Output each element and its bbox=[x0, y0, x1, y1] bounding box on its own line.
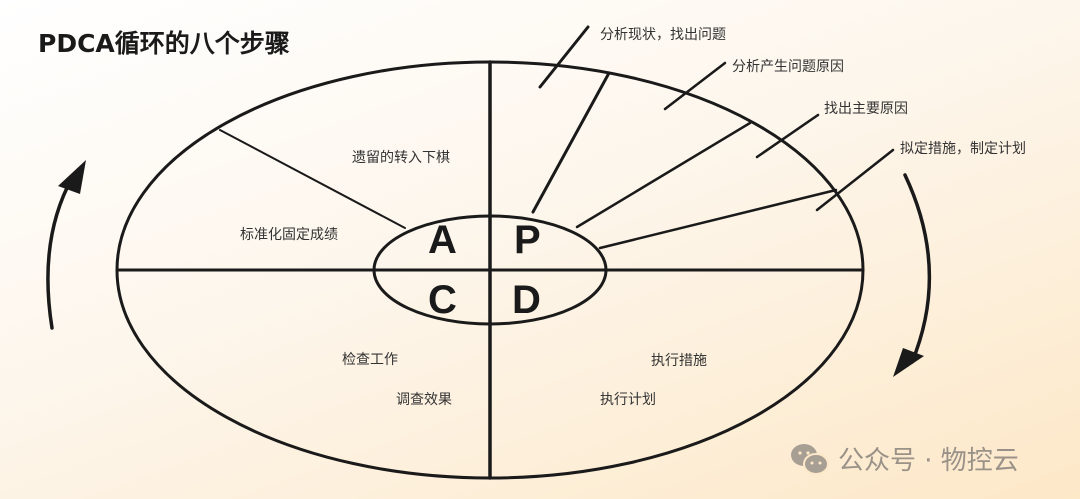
watermark-text: 公众号 · 物控云 bbox=[838, 446, 1019, 476]
plan-spoke-1 bbox=[531, 71, 611, 214]
watermark: 公众号 · 物控云 bbox=[790, 440, 1019, 477]
leader-line-3 bbox=[755, 113, 820, 159]
page-title: PDCA循环的八个步骤 bbox=[38, 29, 290, 58]
plan-spoke-2 bbox=[575, 121, 752, 229]
quadrant-p: P bbox=[514, 218, 541, 262]
leader-line-4 bbox=[815, 148, 895, 212]
quadrant-d: D bbox=[512, 278, 541, 322]
plan-step-1: 分析现状，找出问题 bbox=[600, 27, 726, 43]
plan-step-2: 分析产生问题原因 bbox=[732, 59, 844, 75]
left-arrowhead-icon bbox=[58, 160, 86, 194]
left-cycle-arrow bbox=[46, 176, 74, 330]
do-step-1: 执行措施 bbox=[651, 353, 707, 369]
plan-spoke-3 bbox=[598, 188, 838, 250]
wechat-icon bbox=[791, 443, 829, 475]
leader-line-1 bbox=[538, 25, 590, 89]
quadrant-a: A bbox=[428, 218, 457, 262]
right-arrowhead-icon bbox=[893, 348, 924, 377]
quadrant-c: C bbox=[428, 278, 457, 322]
act-step-1: 遗留的转入下棋 bbox=[352, 150, 450, 166]
act-spoke bbox=[219, 129, 406, 229]
right-cycle-arrow bbox=[903, 173, 932, 364]
check-step-1: 检查工作 bbox=[342, 352, 398, 368]
check-step-2: 调查效果 bbox=[396, 392, 452, 408]
plan-step-4: 拟定措施，制定计划 bbox=[900, 141, 1026, 157]
do-step-2: 执行计划 bbox=[600, 392, 656, 408]
leader-line-2 bbox=[663, 61, 727, 111]
act-step-2: 标准化固定成绩 bbox=[240, 227, 338, 243]
plan-step-3: 找出主要原因 bbox=[824, 101, 908, 117]
